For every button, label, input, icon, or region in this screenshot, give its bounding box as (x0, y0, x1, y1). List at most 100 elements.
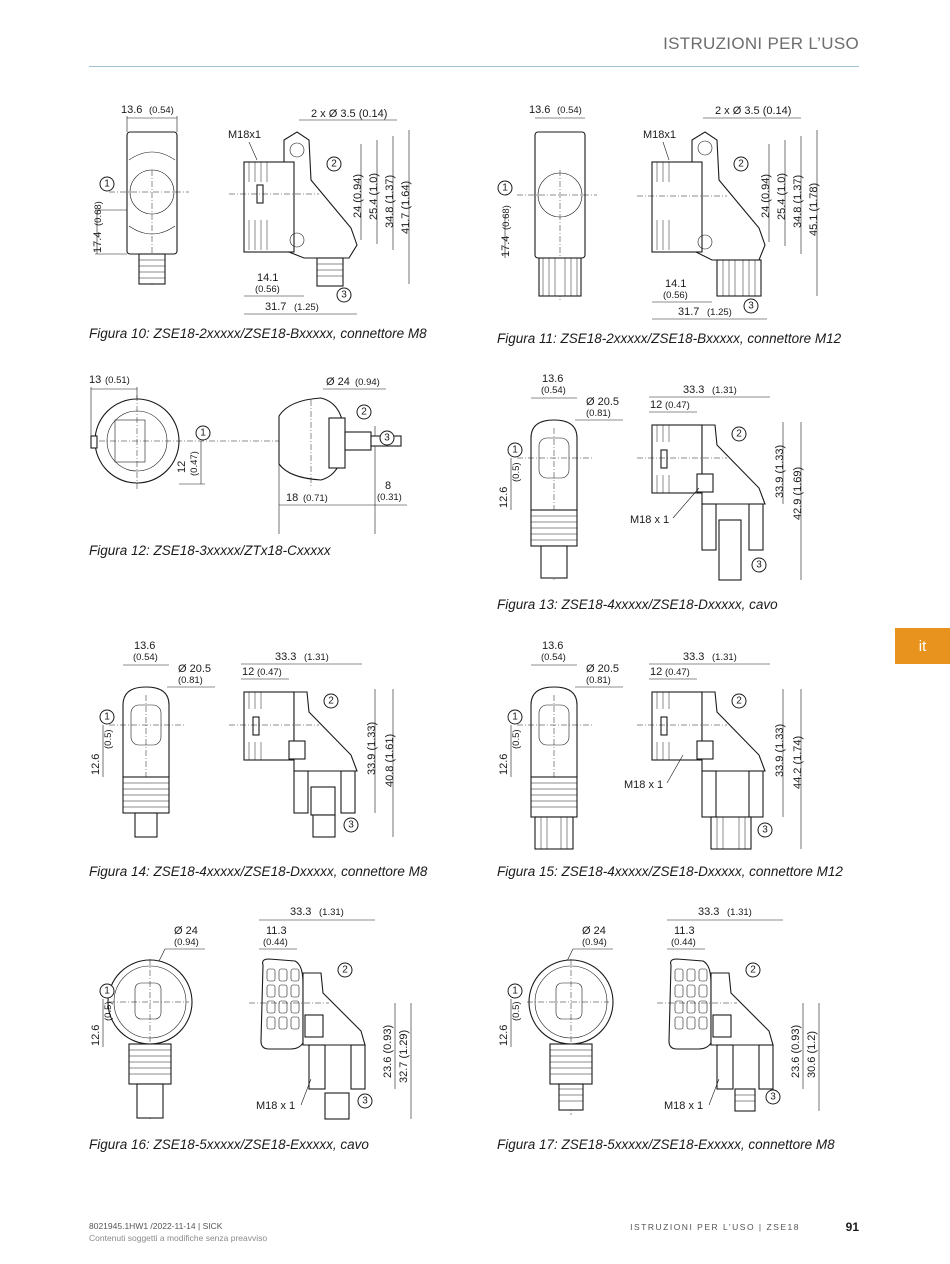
thread-label: M18 x 1 (256, 1100, 295, 1112)
dim-h2-inch: (0.31) (377, 492, 402, 503)
marker-1: 1 (502, 183, 508, 194)
dim-v1: 23.6 (0.93) (790, 1025, 802, 1078)
footer-doc-number: 8021945.1HW1 /2022-11-14 | SICK (89, 1221, 223, 1231)
figure-15-caption: Figura 15: ZSE18-4xxxxx/ZSE18-Dxxxxx, co… (497, 864, 843, 879)
marker-2: 2 (738, 159, 744, 170)
dim-width: 13.6 (542, 640, 563, 652)
dim-h1: 14.1 (665, 278, 686, 290)
thread-label: M18 x 1 (624, 779, 663, 791)
dim-height-inch: (0.5) (511, 462, 522, 482)
dim-diameter: Ø 20.5 (586, 663, 619, 675)
figure-17-drawing: Ø 24 (0.94) 12.6 (0.5) 1 33.3 (1.31) 11.… (497, 903, 827, 1128)
dim-top2: 11.3 (266, 925, 287, 937)
dim-top2: 11.3 (674, 925, 695, 937)
figure-13-caption: Figura 13: ZSE18-4xxxxx/ZSE18-Dxxxxx, ca… (497, 597, 778, 612)
marker-1: 1 (512, 445, 518, 456)
dim-v2: 42.9 (1.69) (792, 467, 804, 520)
marker-3: 3 (348, 820, 354, 831)
dim-top1: 33.3 (683, 651, 704, 663)
marker-3: 3 (770, 1092, 776, 1103)
dim-h1-inch: (0.56) (663, 290, 688, 301)
figure-13-drawing: 13.6 (0.54) Ø 20.5 (0.81) 12.6 (0.5) 1 3… (497, 370, 827, 590)
dim-h1: 14.1 (257, 272, 278, 284)
dim-width-inch: (0.54) (541, 385, 566, 396)
thread-label: M18x1 (643, 129, 676, 141)
marker-2: 2 (736, 429, 742, 440)
dim-top2-inch: (0.44) (671, 937, 696, 948)
dim-v3: 34.8 (1.37) (792, 175, 804, 228)
marker-1: 1 (512, 712, 518, 723)
dim-v1: 24 (0.94) (352, 174, 364, 218)
figure-11-drawing: 13.6 (0.54) 17.4 (0.68) 1 M18x1 2 x Ø 3.… (497, 100, 827, 330)
dim-height-inch: (0.5) (511, 729, 522, 749)
dim-h1-inch: (0.56) (255, 284, 280, 295)
marker-1: 1 (104, 712, 110, 723)
dim-height-inch: (0.68) (501, 205, 512, 230)
figure-14-caption: Figura 14: ZSE18-4xxxxx/ZSE18-Dxxxxx, co… (89, 864, 428, 879)
hole-label: 2 x Ø 3.5 (0.14) (311, 108, 387, 120)
dim-height-inch: (0.5) (103, 729, 114, 749)
marker-2: 2 (342, 965, 348, 976)
marker-1: 1 (512, 986, 518, 997)
dim-h1-inch: (0.71) (303, 493, 328, 504)
figure-10-caption: Figura 10: ZSE18-2xxxxx/ZSE18-Bxxxxx, co… (89, 326, 427, 341)
dim-h2-inch: (1.25) (707, 307, 732, 318)
language-tab[interactable]: it (895, 628, 950, 664)
figure-10-drawing: 13.6 (0.54) 17.4 (0.68) 1 M18x1 2 x Ø 3.… (89, 100, 419, 325)
marker-1: 1 (104, 179, 110, 190)
header-divider (89, 66, 859, 67)
dim-top1: 33.3 (275, 651, 296, 663)
thread-label: M18x1 (228, 129, 261, 141)
dim-v2: 44.2 (1.74) (792, 736, 804, 789)
dim-top1-inch: (1.31) (319, 907, 344, 918)
dim-h2: 8 (385, 480, 391, 492)
dim-v2: 25.4 (1.0) (776, 173, 788, 220)
figure-15-drawing: 13.6 (0.54) Ø 20.5 (0.81) 12.6 (0.5) 1 3… (497, 637, 827, 857)
dim-diameter: Ø 20.5 (586, 396, 619, 408)
footer-manual-title: ISTRUZIONI PER L’USO | ZSE18 (630, 1222, 800, 1232)
dim-v2: 40.8 (1.61) (384, 734, 396, 787)
dim-top2-inch: (0.47) (257, 667, 282, 678)
dim-height: 12.6 (90, 1025, 102, 1046)
marker-1: 1 (200, 428, 206, 439)
dim-diameter-inch: (0.81) (586, 408, 611, 419)
figure-16-drawing: Ø 24 (0.94) 12.6 (0.5) 1 33.3 (1.31) 11.… (89, 903, 419, 1128)
dim-v2: 32.7 (1.29) (398, 1030, 410, 1083)
dim-v1: 33.9 (1.33) (366, 722, 378, 775)
dim-diameter: Ø 24 (326, 376, 350, 388)
figure-11-caption: Figura 11: ZSE18-2xxxxx/ZSE18-Bxxxxx, co… (497, 331, 842, 346)
dim-diameter-inch: (0.94) (174, 937, 199, 948)
dim-diameter: Ø 24 (174, 925, 198, 937)
page-header-title: ISTRUZIONI PER L’USO (663, 34, 859, 53)
dim-top1-inch: (1.31) (712, 385, 737, 396)
dim-height-inch: (0.5) (511, 1001, 522, 1021)
dim-top1: 33.3 (683, 384, 704, 396)
hole-label: 2 x Ø 3.5 (0.14) (715, 105, 791, 117)
marker-2: 2 (331, 159, 337, 170)
dim-top2: 12 (650, 666, 662, 678)
figure-12-drawing: 13 (0.51) 1 12 (0.47) Ø 24 (0.94) 2 3 18… (89, 370, 419, 540)
dim-height: 17.4 (500, 236, 512, 257)
dim-diameter-inch: (0.81) (586, 675, 611, 686)
figure-17-caption: Figura 17: ZSE18-5xxxxx/ZSE18-Exxxxx, co… (497, 1137, 835, 1152)
dim-h2: 31.7 (678, 306, 699, 318)
marker-2: 2 (328, 696, 334, 707)
figure-14-drawing: 13.6 (0.54) Ø 20.5 (0.81) 12.6 (0.5) 1 3… (89, 637, 419, 847)
dim-height: 12.6 (498, 1025, 510, 1046)
dim-diameter: Ø 24 (582, 925, 606, 937)
marker-3: 3 (748, 301, 754, 312)
dim-width: 13.6 (134, 640, 155, 652)
marker-3: 3 (362, 1096, 368, 1107)
dim-v1: 23.6 (0.93) (382, 1025, 394, 1078)
dim-height-inch: (0.68) (93, 201, 104, 226)
dim-width-inch: (0.54) (541, 652, 566, 663)
dim-width-inch: (0.54) (557, 105, 582, 116)
dim-v3: 34.8 (1.37) (384, 175, 396, 228)
dim-h2-inch: (1.25) (294, 302, 319, 313)
dim-h2: 31.7 (265, 301, 286, 313)
marker-3: 3 (384, 433, 390, 444)
dim-top1: 33.3 (698, 906, 719, 918)
dim-top2: 12 (650, 399, 662, 411)
thread-label: M18 x 1 (630, 514, 669, 526)
dim-top1-inch: (1.31) (727, 907, 752, 918)
